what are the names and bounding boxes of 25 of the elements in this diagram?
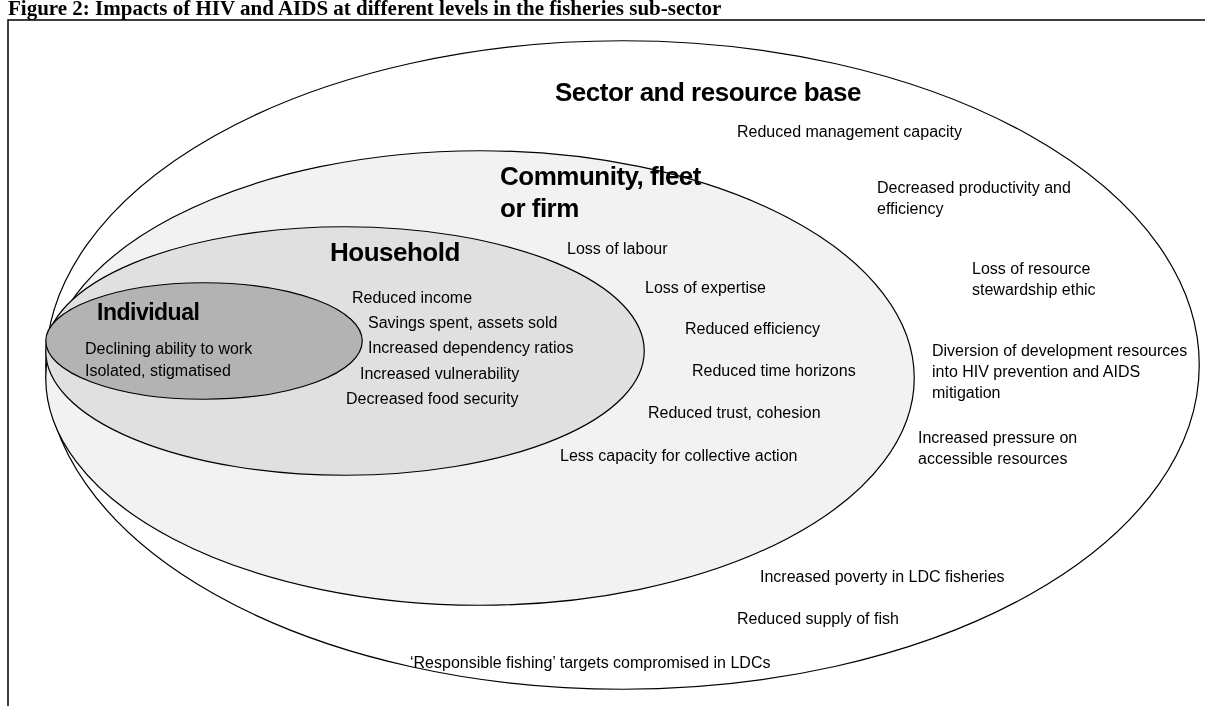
impact-text: Loss of resource stewardship ethic: [972, 259, 1097, 300]
impact-text: Increased dependency ratios: [368, 338, 574, 358]
impact-text: Reduced supply of fish: [737, 609, 899, 629]
impact-text: Increased vulnerability: [360, 364, 520, 384]
impact-text: Diversion of development resources into HIV prevention and AIDS mitigation: [932, 341, 1189, 403]
impact-text: Increased pressure on accessible resources: [918, 428, 1079, 469]
impact-text: Savings spent, assets sold: [368, 313, 558, 333]
impact-text: Reduced efficiency: [685, 319, 820, 339]
impact-text: Loss of expertise: [645, 278, 766, 298]
impact-text: Reduced time horizons: [692, 361, 856, 381]
figure-title: Figure 2: Impacts of HIV and AIDS at different levels in the fisheries sub-sector: [8, 0, 722, 21]
impact-text: Decreased productivity and efficiency: [877, 178, 1072, 219]
impact-text: Loss of labour: [567, 239, 668, 259]
level-heading: Sector and resource base: [555, 76, 861, 108]
impact-text: Reduced trust, cohesion: [648, 403, 821, 423]
impact-text: Reduced income: [352, 288, 473, 308]
impact-text: Declining ability to work: [85, 339, 253, 359]
impact-text: ‘Responsible fishing’ targets compromised in LDCs: [410, 653, 771, 673]
impact-text: Reduced management capacity: [737, 122, 963, 142]
impact-text: Decreased food security: [346, 389, 519, 409]
impact-text: Increased poverty in LDC fisheries: [760, 567, 1005, 587]
level-heading: Household: [330, 236, 460, 268]
level-heading: Individual: [97, 298, 200, 327]
impact-text: Isolated, stigmatised: [85, 361, 231, 381]
impact-text: Less capacity for collective action: [560, 446, 798, 466]
